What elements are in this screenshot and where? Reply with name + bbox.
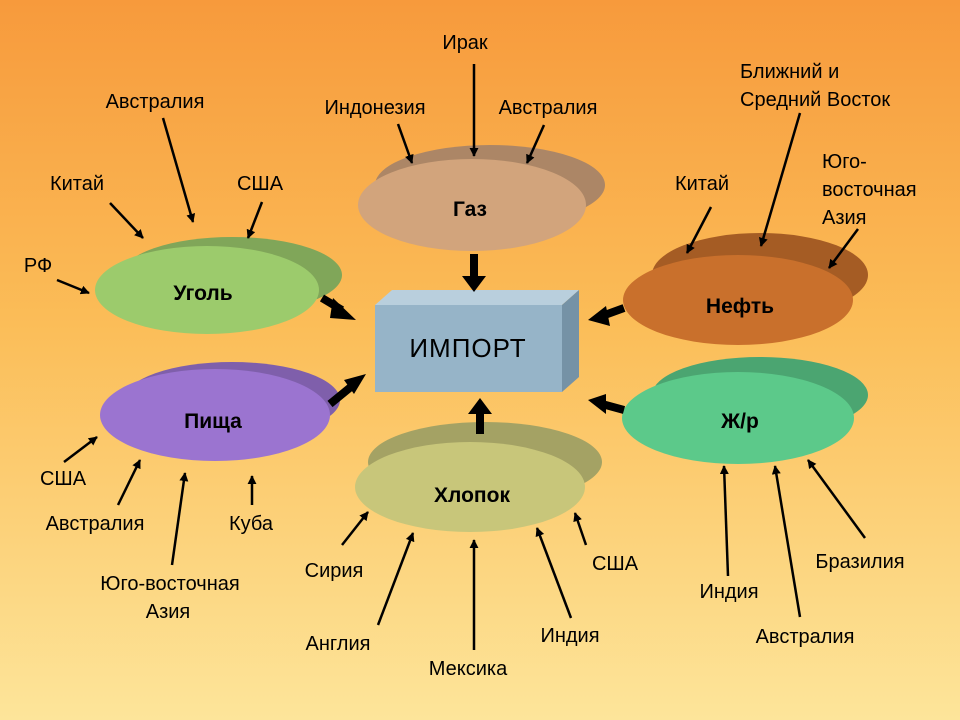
label-coal-china: Китай — [50, 173, 104, 195]
label-cotton-syria: Сирия — [305, 560, 364, 582]
coal-label: Уголь — [173, 282, 232, 305]
label-oil-sea-1: Юго- — [822, 151, 867, 173]
label-rail-brazil: Бразилия — [815, 551, 904, 573]
arrow-coal-australia — [161, 117, 196, 223]
arrow-oil-middle-east — [758, 112, 802, 247]
source-labels: Ирак Индонезия Австралия Австралия Китай… — [24, 32, 917, 680]
label-food-cuba: Куба — [229, 513, 274, 535]
arrow-rail-india — [719, 465, 730, 577]
cotton-label: Хлопок — [434, 484, 510, 507]
label-oil-middle-east-1: Ближний и — [740, 61, 839, 83]
arrow-cotton-usa — [573, 512, 588, 546]
label-coal-australia: Австралия — [106, 91, 205, 113]
center-label: ИМПОРТ — [409, 333, 526, 363]
label-food-usa: США — [40, 468, 87, 490]
label-gas-iraq: Ирак — [442, 32, 488, 54]
center-box-front — [375, 305, 562, 392]
node-food: Пища — [100, 362, 340, 461]
label-oil-china: Китай — [675, 173, 729, 195]
arrow-gas-indonesia — [396, 123, 414, 164]
node-gas: Газ — [358, 145, 605, 251]
arrow-food-sea — [170, 472, 189, 566]
arrow-rail-brazil — [806, 459, 867, 539]
arrow-cotton-india — [535, 527, 573, 619]
source-arrows — [56, 64, 867, 650]
label-rail-india: Индия — [699, 581, 758, 603]
label-food-australia: Австралия — [46, 513, 145, 535]
label-cotton-usa: США — [592, 553, 639, 575]
arrow-food-usa — [63, 436, 98, 463]
label-oil-middle-east-2: Средний Восток — [740, 89, 890, 111]
arrow-coal-china — [109, 202, 144, 239]
label-cotton-india: Индия — [540, 625, 599, 647]
label-gas-indonesia: Индонезия — [324, 97, 425, 119]
oil-label: Нефть — [706, 295, 774, 318]
label-food-sea-2: Азия — [146, 601, 191, 623]
label-rail-australia: Австралия — [756, 626, 855, 648]
label-coal-usa: США — [237, 173, 284, 195]
label-coal-rf: РФ — [24, 255, 52, 277]
label-cotton-england: Англия — [306, 633, 371, 655]
center-box: ИМПОРТ — [375, 290, 579, 392]
label-gas-australia: Австралия — [499, 97, 598, 119]
food-label: Пища — [184, 410, 242, 433]
arrow-oil-sea — [827, 228, 860, 269]
node-coal: Уголь — [95, 237, 342, 334]
arrow-food-australia — [116, 459, 142, 506]
label-cotton-mexico: Мексика — [429, 658, 508, 680]
arrow-coal-usa — [246, 201, 264, 239]
arrow-rail-australia — [771, 465, 802, 618]
label-food-sea-1: Юго-восточная — [100, 573, 239, 595]
arrow-cotton-england — [376, 532, 415, 626]
node-oil: Нефть — [623, 233, 868, 345]
label-oil-sea-3: Азия — [822, 207, 867, 229]
food-to-center-arrow — [327, 382, 355, 408]
arrow-coal-rf — [56, 278, 90, 295]
gas-label: Газ — [453, 198, 487, 221]
node-rail: Ж/р — [622, 357, 868, 464]
node-cotton: Хлопок — [355, 422, 602, 532]
rail-label: Ж/р — [720, 410, 759, 433]
label-oil-sea-2: восточная — [822, 179, 917, 201]
arrow-oil-china — [685, 206, 713, 254]
arrow-gas-australia — [525, 124, 546, 164]
flow-arrows — [319, 254, 626, 434]
arrow-cotton-syria — [341, 511, 369, 546]
